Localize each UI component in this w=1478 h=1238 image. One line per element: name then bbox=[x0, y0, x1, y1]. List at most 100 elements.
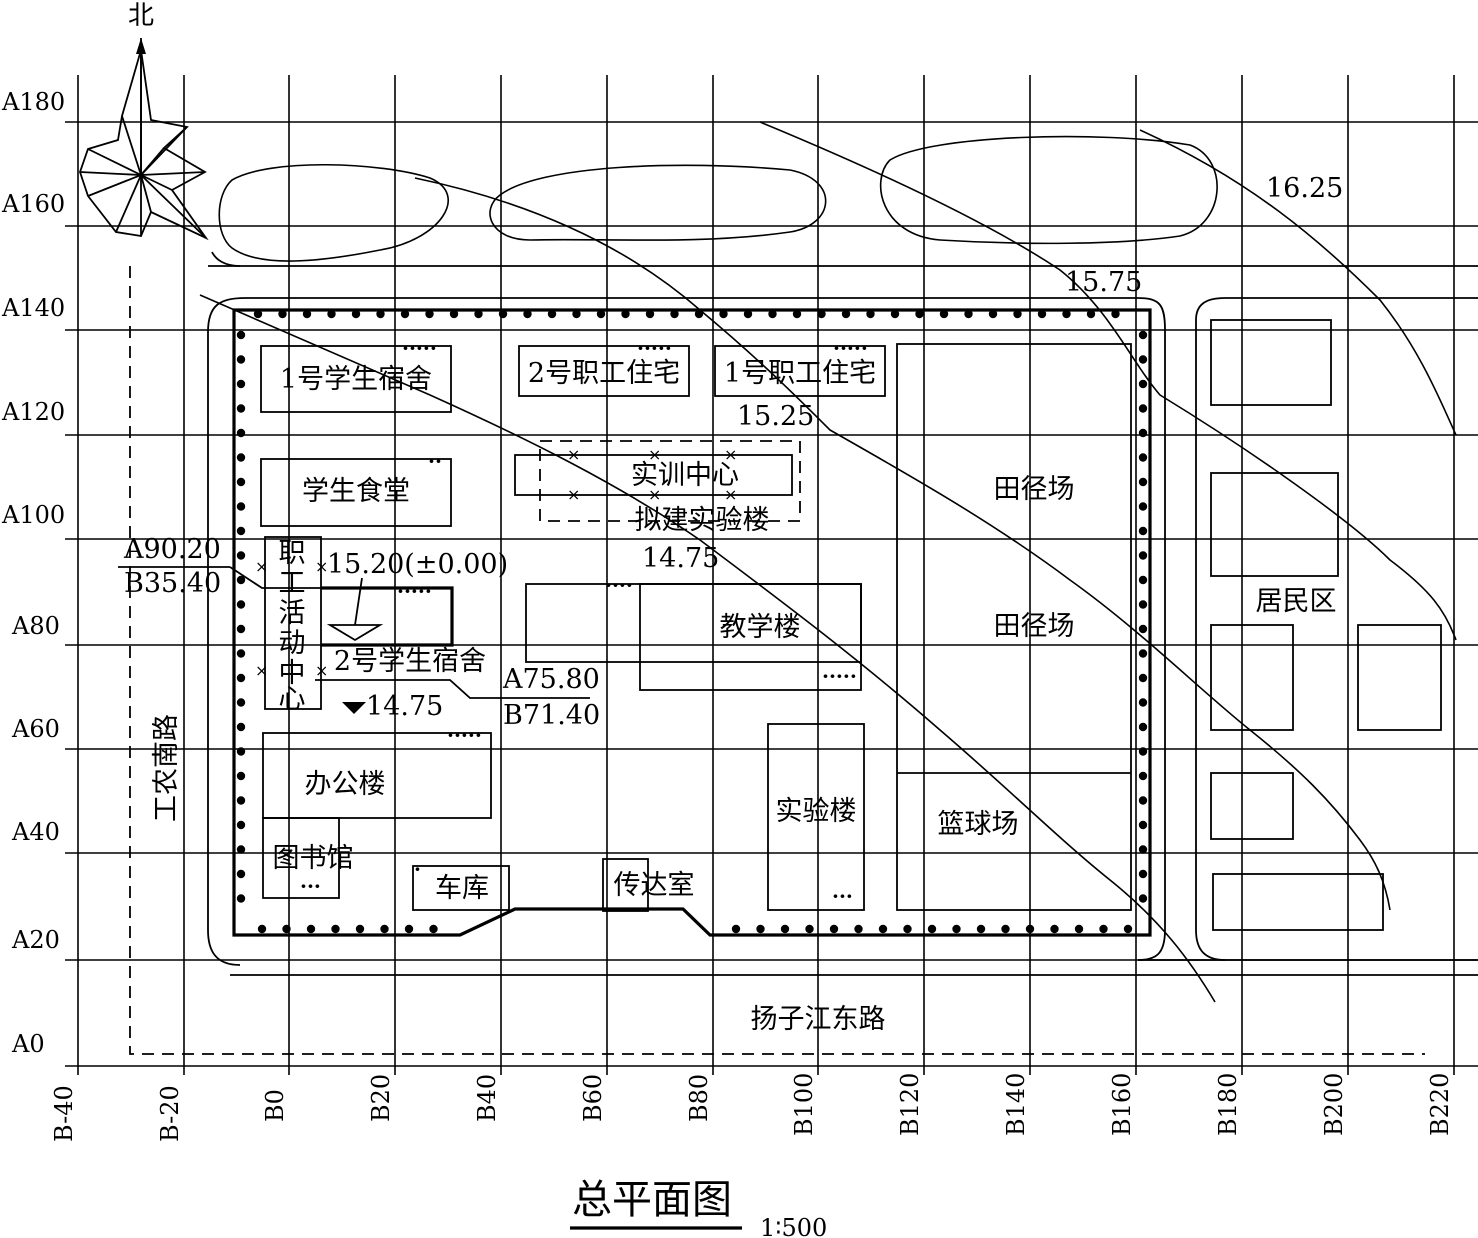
svg-text:·: · bbox=[414, 857, 421, 881]
boundary-dot bbox=[1099, 924, 1108, 934]
dorm2-corner-marks: ×× ×× bbox=[255, 557, 328, 680]
boundary-dot bbox=[236, 526, 246, 536]
boundary-dot bbox=[449, 309, 459, 319]
boundary-dot bbox=[743, 309, 753, 319]
west-road-label: 工农南路 bbox=[151, 714, 182, 822]
boundary-dot bbox=[621, 309, 630, 319]
boundary-dot bbox=[236, 649, 246, 658]
boundary-dot bbox=[1138, 600, 1148, 609]
row-label: A0 bbox=[11, 1030, 45, 1058]
col-label: B-20 bbox=[156, 1085, 184, 1142]
boundary-dot bbox=[1138, 330, 1148, 340]
svg-text:·····: ····· bbox=[822, 664, 857, 688]
boundary-dot bbox=[878, 924, 888, 934]
svg-text:·····: ····· bbox=[447, 723, 482, 747]
lab-corner-marks: ××× ××× bbox=[567, 445, 737, 504]
column-labels: B-40 B-20 B0 B20 B40 B60 B80 B100 B120 B… bbox=[50, 1073, 1454, 1142]
boundary-dot bbox=[236, 673, 246, 683]
col-label: B180 bbox=[1214, 1073, 1242, 1136]
boundary-dot bbox=[1138, 453, 1148, 462]
boundary-dot bbox=[425, 309, 434, 319]
staff-housing-2-label: 2号职工住宅 bbox=[528, 358, 680, 389]
boundary-dot bbox=[939, 309, 949, 319]
boundary-dot bbox=[1138, 845, 1148, 854]
svg-text:职: 职 bbox=[279, 538, 306, 569]
boundary-dot bbox=[1013, 309, 1022, 319]
elevation-1475-contour: 14.75 bbox=[642, 543, 719, 574]
roads bbox=[207, 251, 1478, 976]
elevation-1525: 15.25 bbox=[737, 401, 814, 432]
boundary-dot bbox=[915, 309, 924, 319]
svg-text:··: ·· bbox=[428, 449, 442, 473]
col-label: B80 bbox=[685, 1074, 713, 1122]
boundary-dot bbox=[719, 309, 728, 319]
svg-text:心: 心 bbox=[279, 684, 306, 715]
coord-1-b: B35.40 bbox=[124, 568, 221, 599]
boundary-dot bbox=[768, 309, 777, 319]
floor-elevation: 15.20(±0.00) bbox=[327, 549, 508, 580]
boundary-dot bbox=[355, 924, 365, 934]
boundary-dot bbox=[1138, 673, 1148, 683]
row-label: A20 bbox=[11, 926, 60, 954]
coord-2-b: B71.40 bbox=[503, 700, 600, 731]
boundary-dot bbox=[596, 309, 606, 319]
boundary-dot bbox=[1138, 869, 1148, 879]
col-label: B120 bbox=[896, 1073, 924, 1136]
boundary-dot bbox=[841, 309, 851, 319]
boundary-dot bbox=[523, 309, 532, 319]
boundary-dot bbox=[731, 924, 741, 934]
coordinate-callouts: A90.20 B35.40 A75.80 B71.40 bbox=[118, 534, 600, 731]
col-label: B200 bbox=[1320, 1073, 1348, 1136]
boundary-dot bbox=[1138, 894, 1148, 903]
boundary-dot bbox=[903, 924, 912, 934]
boundary-dot bbox=[805, 924, 814, 934]
boundary-dot bbox=[236, 575, 246, 585]
canteen-label: 学生食堂 bbox=[302, 476, 410, 507]
property-line bbox=[129, 266, 1425, 1055]
row-label: A60 bbox=[11, 715, 60, 743]
boundary-dot bbox=[1138, 551, 1148, 560]
boundary-dot bbox=[1138, 379, 1148, 389]
boundary-dot bbox=[572, 309, 581, 319]
row-labels: A180 A160 A140 A120 A100 A80 A60 A40 A20… bbox=[1, 88, 65, 1058]
svg-text:×: × bbox=[315, 661, 328, 680]
boundary-dot bbox=[1138, 477, 1148, 487]
elevation-1575: 15.75 bbox=[1065, 267, 1142, 298]
boundary-dot bbox=[1138, 771, 1148, 781]
row-label: A80 bbox=[11, 612, 60, 640]
svg-text:活: 活 bbox=[279, 598, 306, 629]
boundary-dot bbox=[331, 924, 340, 934]
row-label: A120 bbox=[1, 398, 65, 426]
boundary-dot bbox=[1138, 820, 1148, 830]
svg-text:···: ··· bbox=[832, 884, 853, 908]
boundary-dot bbox=[380, 924, 389, 934]
boundary-dot bbox=[236, 796, 246, 805]
coord-1-a: A90.20 bbox=[123, 534, 221, 565]
boundary-dot bbox=[327, 309, 336, 319]
boundary-dot bbox=[474, 309, 483, 319]
boundary-dot bbox=[236, 330, 246, 340]
elevation-labels: 16.25 15.75 15.25 14.75 15.20(±0.00) 14.… bbox=[326, 173, 1343, 722]
drawing-title: 总平面图 1∶500 bbox=[570, 1177, 827, 1238]
boundary-dot bbox=[376, 309, 385, 319]
boundary-dot bbox=[780, 924, 790, 934]
boundary-dot bbox=[927, 924, 937, 934]
boundary-dot bbox=[829, 924, 839, 934]
boundary-dot bbox=[351, 309, 361, 319]
boundary-dot bbox=[236, 379, 246, 389]
svg-text:动: 动 bbox=[279, 628, 306, 659]
boundary-dot bbox=[236, 502, 246, 511]
col-label: B40 bbox=[473, 1074, 501, 1122]
reception-label: 传达室 bbox=[614, 870, 695, 901]
boundary-dot bbox=[988, 309, 998, 319]
boundary-dot bbox=[547, 309, 557, 319]
library-label: 图书馆 bbox=[273, 843, 354, 874]
boundary-dot bbox=[236, 551, 246, 560]
boundary-dot bbox=[404, 924, 414, 934]
track-field-label-1: 田径场 bbox=[994, 474, 1075, 505]
north-label: 北 bbox=[128, 1, 154, 31]
svg-text:×: × bbox=[315, 557, 328, 576]
svg-text:·····: ····· bbox=[397, 579, 432, 603]
garage-label: 车库 bbox=[435, 873, 489, 904]
